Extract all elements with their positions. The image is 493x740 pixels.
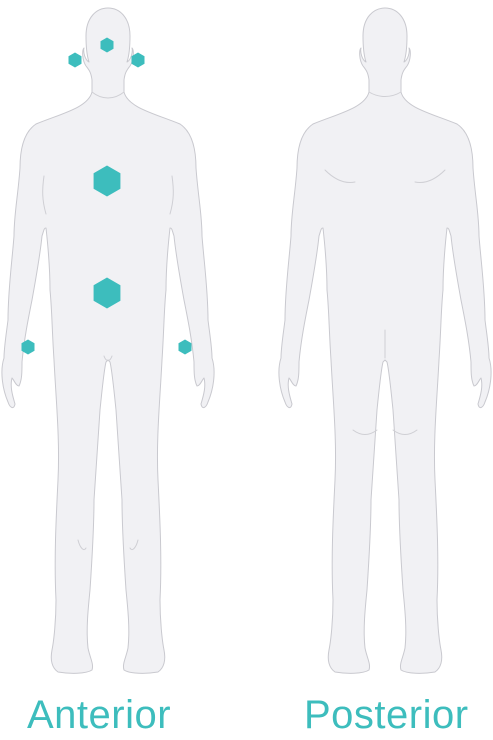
anterior-body-figure — [2, 8, 214, 673]
marker-left-wrist[interactable] — [179, 340, 192, 355]
anterior-label: Anterior — [27, 692, 171, 738]
posterior-body-figure — [279, 8, 491, 673]
posterior-label: Posterior — [304, 692, 469, 738]
marker-right-ear[interactable] — [69, 53, 82, 68]
